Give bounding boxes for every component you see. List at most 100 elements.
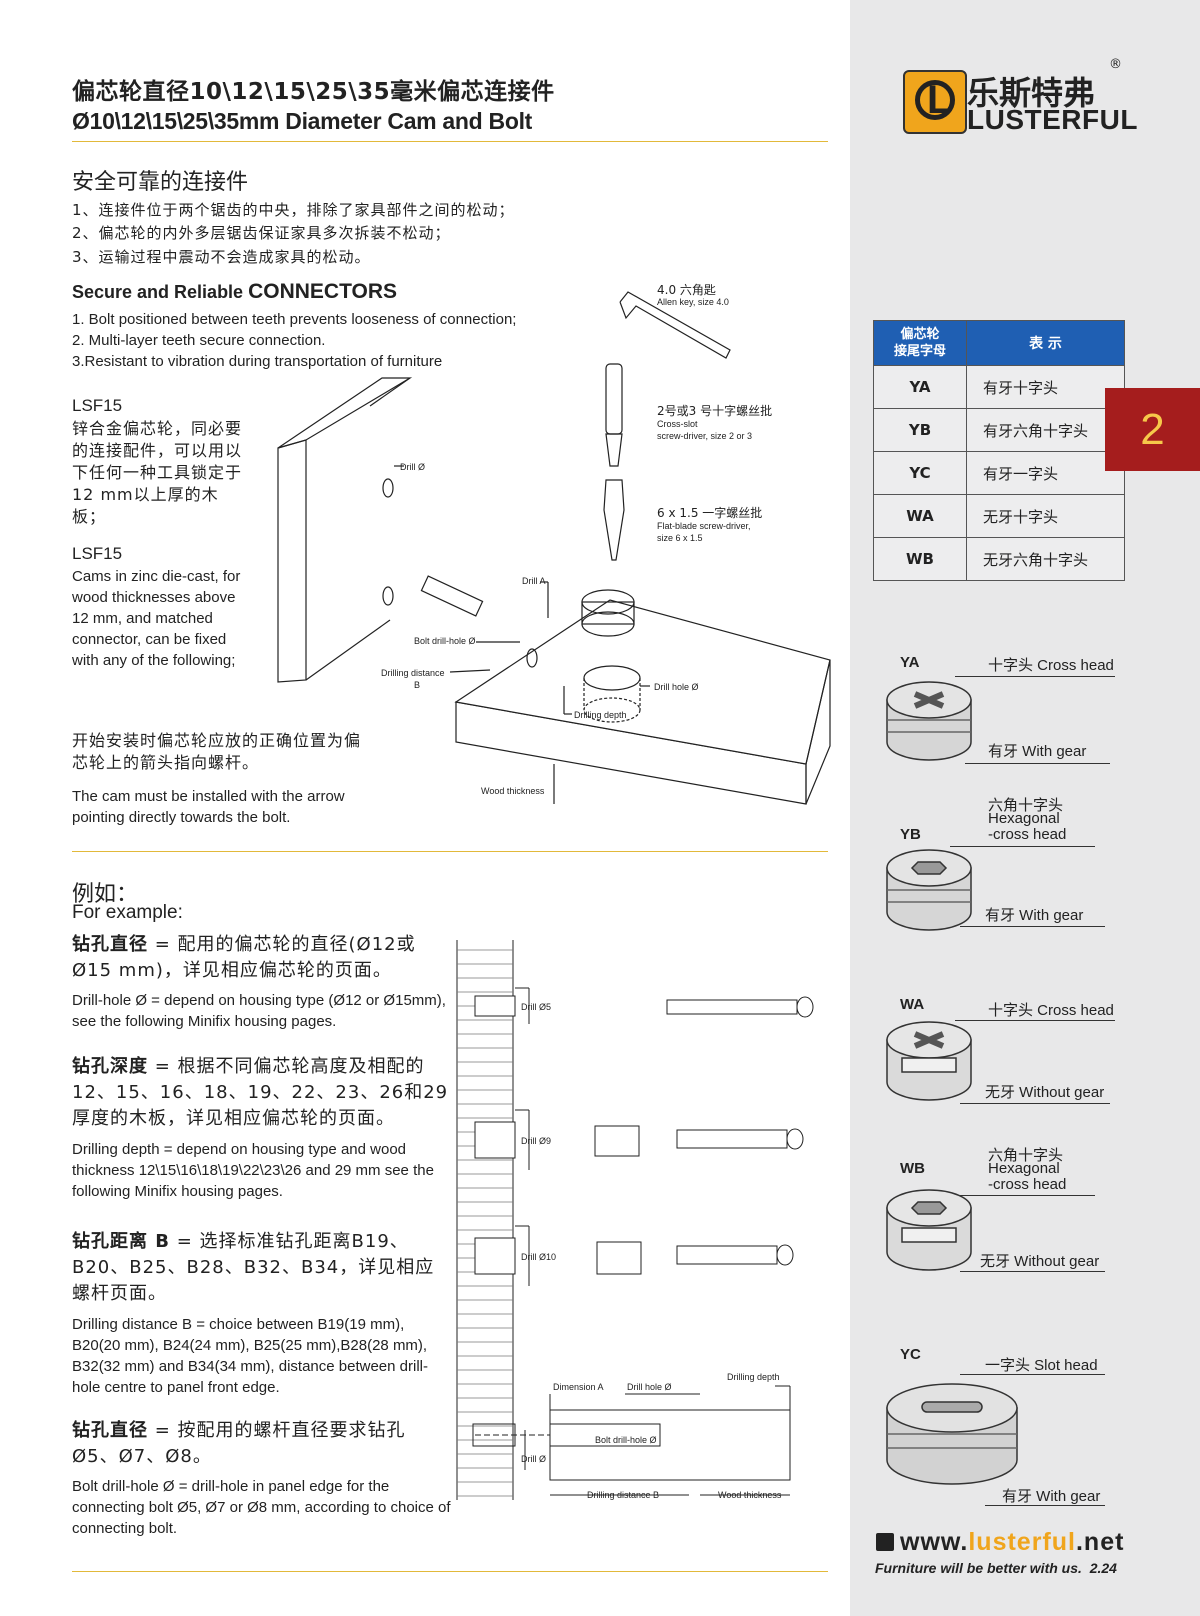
- label-drill-hole: Drill hole Ø: [627, 1382, 672, 1392]
- install-note-cn: 开始安装时偏芯轮应放的正确位置为偏芯轮上的箭头指向螺杆。: [72, 731, 362, 772]
- leader-line: [985, 1505, 1105, 1506]
- table-header: 偏芯轮 接尾字母: [873, 320, 967, 366]
- text: = 根据不同偏芯轮高度及相配的12、15、16、18、19、22、23、26和2…: [72, 1056, 449, 1129]
- label-drill: Drill Ø: [400, 462, 425, 472]
- cam-top-label: 十字头 Cross head: [988, 657, 1114, 674]
- tool-cross-en: Cross-slot: [657, 419, 698, 429]
- label-drill: Drill Ø: [521, 1454, 546, 1464]
- label-drill-a: Drill A: [522, 576, 546, 586]
- cam-code: YA: [900, 654, 920, 671]
- term: 钻孔距离 B: [72, 1231, 170, 1252]
- cam-bottom-label: 有牙 With gear: [988, 743, 1087, 760]
- slogan-text: Furniture will be better with us.: [875, 1560, 1082, 1576]
- version: 2.24: [1089, 1560, 1117, 1576]
- text: = 按配用的螺杆直径要求钻孔Ø5、Ø7、Ø8。: [72, 1420, 406, 1467]
- heading-prefix: Secure and Reliable: [72, 282, 249, 302]
- cam-top-label: 十字头 Cross head: [988, 1002, 1114, 1019]
- cell-code: YA: [873, 365, 967, 409]
- logo-letter: L: [927, 78, 952, 122]
- label-drilling-depth: Drilling depth: [574, 710, 627, 720]
- label-wood-thickness: Wood thickness: [481, 786, 545, 796]
- registered-mark: ®: [1109, 57, 1122, 72]
- tool-flat-en: size 6 x 1.5: [657, 533, 703, 543]
- table-header: 表 示: [966, 320, 1125, 366]
- label-drilling-distance: Drilling distance: [381, 668, 445, 678]
- brand-logo-icon: L: [903, 70, 967, 134]
- example-item-cn: 钻孔直径 = 按配用的螺杆直径要求钻孔Ø5、Ø7、Ø8。: [72, 1418, 452, 1470]
- label-b: B: [414, 680, 420, 690]
- title-divider: [72, 141, 828, 142]
- section-divider: [72, 851, 828, 852]
- section1-item-en: 3.Resistant to vibration during transpor…: [72, 353, 443, 370]
- example-item-en: Drilling distance B = choice between B19…: [72, 1316, 428, 1396]
- cam-top-label: Hexagonal: [988, 810, 1060, 827]
- example-item-cn: 钻孔深度 = 根据不同偏芯轮高度及相配的12、15、16、18、19、22、23…: [72, 1054, 452, 1132]
- leader-line: [950, 846, 1095, 847]
- tool-allen-cn: 4.0 六角匙: [657, 283, 716, 297]
- cam-yc-icon: [886, 1383, 1018, 1485]
- leader-line: [960, 1271, 1105, 1272]
- leader-line: [965, 763, 1110, 764]
- cell-desc: 无牙十字头: [966, 494, 1125, 538]
- section1-item-cn: 3、运输过程中震动不会造成家具的松动。: [72, 248, 371, 266]
- link-arrow-icon: [876, 1533, 894, 1551]
- website-url[interactable]: www.lusterful.net: [900, 1528, 1124, 1557]
- assembly-diagram: Drill Ø Drill A Bolt drill-hole Ø Drilli…: [277, 291, 831, 805]
- label-drill5: Drill Ø5: [521, 1002, 551, 1012]
- leader-line: [955, 1020, 1115, 1021]
- cam-bottom-label: 有牙 With gear: [1002, 1488, 1101, 1505]
- section1-heading-cn: 安全可靠的连接件: [72, 170, 249, 195]
- tool-cross-cn: 2号或3 号十字螺丝批: [657, 404, 773, 418]
- page-title-en: Ø10\12\15\25\35mm Diameter Cam and Bolt: [72, 108, 533, 134]
- lsf-desc-cn: 锌合金偏芯轮，同必要的连接配件，可以用以下任何一种工具锁定于12 mm以上厚的木…: [72, 419, 243, 526]
- brand-name-en: LUSTERFUL: [967, 104, 1138, 135]
- section1-item-en: 1. Bolt positioned between teeth prevent…: [72, 311, 517, 328]
- example-heading-en: For example:: [72, 902, 183, 923]
- example-item-cn: 钻孔直径 = 配用的偏芯轮的直径(Ø12或Ø15 mm)，详见相应偏芯轮的页面。: [72, 932, 452, 984]
- cam-top-label: 一字头 Slot head: [985, 1357, 1098, 1374]
- example-item-en: Drill-hole Ø = depend on housing type (Ø…: [72, 992, 446, 1030]
- drill-examples-diagram: Drill Ø5 Drill Ø9 Drill Ø10 Dimension A …: [456, 940, 814, 1500]
- cell-desc: 有牙六角十字头: [966, 408, 1125, 452]
- cell-code: WB: [873, 537, 967, 581]
- example-item-en: Bolt drill-hole Ø = drill-hole in panel …: [72, 1478, 451, 1537]
- leader-line: [960, 1103, 1110, 1104]
- cell-code: YC: [873, 451, 967, 495]
- cam-wb-icon: [886, 1189, 972, 1271]
- section1-item-cn: 1、连接件位于两个锯齿的中央，排除了家具部件之间的松动；: [72, 201, 515, 219]
- text: = 选择标准钻孔距离B19、B20、B25、B28、B32、B34，详见相应螺杆…: [72, 1231, 435, 1304]
- cam-bottom-label: 无牙 Without gear: [985, 1084, 1105, 1101]
- cam-code: WA: [900, 996, 925, 1013]
- cam-top-label: -cross head: [988, 826, 1067, 843]
- cam-top-label: Hexagonal: [988, 1160, 1060, 1177]
- label-drill10: Drill Ø10: [521, 1252, 556, 1262]
- leader-line: [950, 1195, 1095, 1196]
- example-heading-cn: 例如：: [72, 882, 139, 907]
- label-drill9: Drill Ø9: [521, 1136, 551, 1146]
- brand-name-cn: 乐斯特弗: [967, 74, 1096, 112]
- cam-code: YB: [900, 826, 921, 843]
- page-title-cn: 偏芯轮直径10\12\15\25\35毫米偏芯连接件: [72, 79, 555, 105]
- lsf-code: LSF15: [72, 544, 123, 563]
- term: 钻孔直径: [72, 934, 148, 955]
- cam-top-label: 六角十字头: [988, 797, 1064, 814]
- cam-bottom-label: 有牙 With gear: [985, 907, 1084, 924]
- slogan: Furniture will be better with us. 2.24: [875, 1560, 1117, 1576]
- chapter-tab: 2: [1105, 388, 1200, 471]
- example-item-en: Drilling depth = depend on housing type …: [72, 1141, 434, 1200]
- cell-desc: 无牙六角十字头: [966, 537, 1125, 581]
- section1-heading-en: Secure and Reliable CONNECTORS: [72, 280, 397, 304]
- label-drilling-distance: Drilling distance B: [587, 1490, 659, 1500]
- label-dimension-a: Dimension A: [553, 1382, 604, 1392]
- label-drill-hole: Drill hole Ø: [654, 682, 699, 692]
- section1-item-cn: 2、偏芯轮的内外多层锯齿保证家具多次拆装不松动；: [72, 224, 451, 242]
- cam-code: WB: [900, 1160, 925, 1177]
- example-item-cn: 钻孔距离 B = 选择标准钻孔距离B19、B20、B25、B28、B32、B34…: [72, 1229, 452, 1307]
- cam-wa-icon: [886, 1021, 972, 1101]
- lsf-code: LSF15: [72, 396, 123, 415]
